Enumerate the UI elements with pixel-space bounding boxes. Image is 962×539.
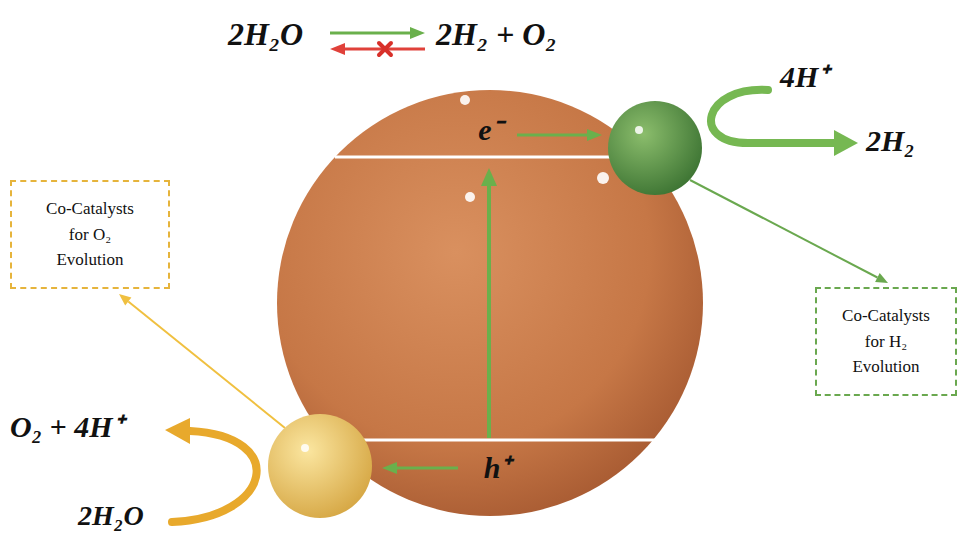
reverse-arrowhead (330, 43, 345, 55)
hole-transfer-arrowhead (382, 462, 397, 474)
highlight (635, 126, 643, 134)
hole-transfer-arrow (395, 467, 458, 470)
highlight (301, 444, 309, 452)
forward-arrow (330, 32, 412, 35)
h2-cocatalyst (608, 101, 702, 195)
highlight (465, 192, 475, 202)
excitation-arrowhead (481, 168, 497, 186)
leader-line (128, 302, 285, 429)
o2-cocatalyst (268, 414, 372, 518)
proton-formula: 4H⁺ (780, 60, 828, 95)
product-formula: 2H₂ + O₂ (436, 16, 557, 53)
hydrogen-formula: 2H₂ (866, 124, 915, 159)
leader-line (690, 180, 877, 278)
oxygen-reaction-arrowhead (165, 418, 190, 444)
oxygen-formula: O₂ + 4H⁺ (10, 410, 123, 445)
leader-arrowhead (875, 273, 888, 283)
highlight (597, 172, 609, 184)
forward-arrowhead (410, 27, 425, 39)
cocatalyst-box: Co-Catalysts for O₂ Evolution (10, 180, 170, 289)
hole-label: h⁺ (484, 451, 511, 486)
reactant-formula: 2H₂O (228, 16, 303, 53)
electron-transfer-arrowhead (587, 129, 602, 141)
cocatalyst-label: Co-Catalysts for O₂ Evolution (37, 196, 143, 273)
cocatalyst-box: Co-Catalysts for H₂ Evolution (815, 287, 957, 396)
water-formula: 2H₂O (78, 500, 144, 532)
blocked-mark (379, 43, 391, 55)
blocked-mark (379, 43, 391, 55)
oxygen-reaction-arrow (172, 431, 257, 522)
electron-label: e⁻ (478, 113, 501, 148)
hydrogen-reaction-arrow (711, 90, 838, 143)
valence-band (330, 439, 667, 442)
electron-transfer-arrow (517, 134, 589, 137)
hydrogen-reaction-arrowhead (834, 130, 858, 156)
highlight (460, 95, 470, 105)
excitation-arrow (487, 182, 491, 438)
leader-arrowhead (119, 294, 131, 305)
cocatalyst-label: Co-Catalysts for H₂ Evolution (833, 303, 939, 380)
semiconductor-sphere: e⁻ h⁺ (277, 90, 703, 516)
